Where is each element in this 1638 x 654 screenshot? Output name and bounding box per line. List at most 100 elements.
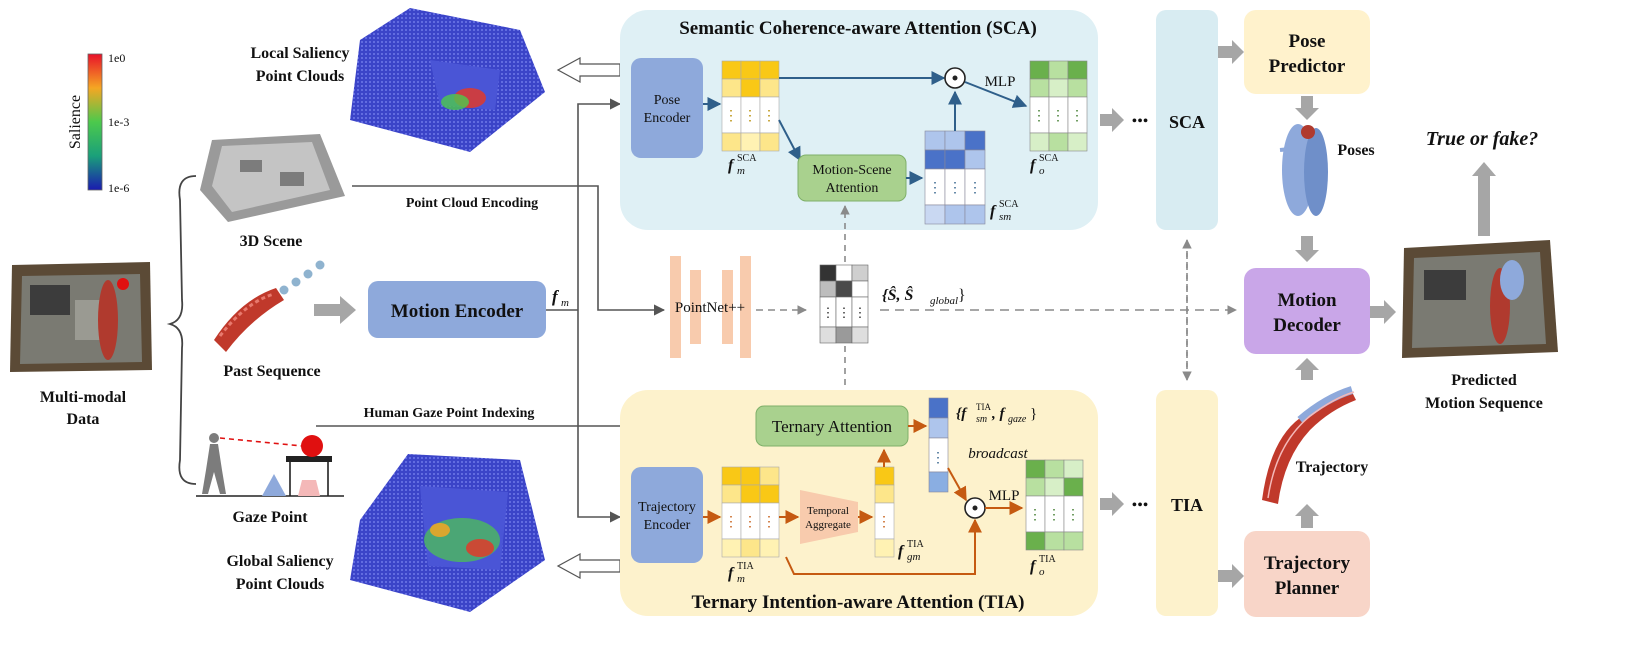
sca-fo-matrix: ⋮ ⋮ ⋮ bbox=[1029, 60, 1088, 152]
scene-label: 3D Scene bbox=[240, 233, 303, 250]
global-saliency-label-1: Global Saliency bbox=[226, 553, 333, 570]
sca-fo-sub: o bbox=[1039, 165, 1045, 177]
colorbar-mid-label: 1e-3 bbox=[108, 115, 129, 129]
trajectory-encoder-label-2: Encoder bbox=[644, 518, 691, 533]
pose-predictor-label-2: Predictor bbox=[1269, 56, 1346, 77]
tia-set-close: } bbox=[1030, 406, 1037, 422]
tia-stack-label: TIA bbox=[1171, 495, 1203, 515]
motion-scene-label-1: Motion-Scene bbox=[812, 163, 891, 178]
gaze-point-figure bbox=[196, 433, 344, 497]
tia-set-sub2: gaze bbox=[1008, 414, 1027, 425]
poses-figure bbox=[1279, 124, 1328, 216]
trajectory-encoder-label-1: Trajectory bbox=[638, 500, 696, 515]
trajectory-label: Trajectory bbox=[1296, 459, 1369, 476]
colorbar-top-label: 1e0 bbox=[108, 51, 125, 65]
point-cloud-encoding-arrow bbox=[352, 185, 666, 316]
sca-hadamard-dot bbox=[952, 75, 958, 81]
svg-text:⋮: ⋮ bbox=[724, 515, 738, 530]
trajectory-figure bbox=[1262, 386, 1356, 504]
broadcast-label: broadcast bbox=[968, 446, 1028, 462]
poses-label: Poses bbox=[1337, 142, 1374, 159]
tia-fm-matrix: ⋮ ⋮ ⋮ bbox=[721, 466, 780, 558]
tia-stack-block bbox=[1156, 390, 1218, 616]
svg-text:⋮: ⋮ bbox=[854, 305, 867, 320]
motion-decoder-block bbox=[1244, 268, 1370, 354]
multimodal-label-1: Multi-modal bbox=[40, 389, 127, 406]
svg-text:⋮: ⋮ bbox=[743, 109, 757, 124]
tia-block bbox=[620, 390, 1098, 616]
sca-title: Semantic Coherence-aware Attention (SCA) bbox=[679, 18, 1037, 39]
local-saliency-hollow-arrow bbox=[556, 56, 621, 84]
local-saliency-label-1: Local Saliency bbox=[250, 45, 349, 62]
svg-text:⋮: ⋮ bbox=[838, 305, 851, 320]
s-global-sub: global bbox=[930, 295, 958, 307]
tia-dots: ••• bbox=[1132, 497, 1149, 514]
pose-encoder-label-1: Pose bbox=[654, 93, 680, 108]
s-global-close: } bbox=[958, 287, 966, 304]
pose-encoder-label-2: Encoder bbox=[644, 111, 691, 126]
poses-to-decoder-arrow bbox=[1295, 236, 1319, 262]
tia-fgm-sub: gm bbox=[907, 551, 921, 563]
gaze-indexing-label: Human Gaze Point Indexing bbox=[364, 406, 535, 421]
svg-text:⋮: ⋮ bbox=[743, 515, 757, 530]
tia-fo-matrix: ⋮ ⋮ ⋮ bbox=[1025, 459, 1084, 551]
ternary-attention-label: Ternary Attention bbox=[772, 417, 893, 436]
svg-text:⋮: ⋮ bbox=[762, 515, 776, 530]
colorbar-title: Salience bbox=[67, 95, 84, 149]
gaze-point-label: Gaze Point bbox=[232, 509, 308, 526]
trajectory-planner-label-1: Trajectory bbox=[1264, 553, 1351, 574]
fm-to-pose-encoder-arrow bbox=[577, 98, 622, 310]
tia-gaze-vector: ⋮ bbox=[928, 397, 949, 493]
trajectory-planner-block bbox=[1244, 531, 1370, 617]
multimodal-scene-image bbox=[10, 262, 152, 372]
sca-stack-label: SCA bbox=[1169, 112, 1205, 132]
local-saliency-point-cloud bbox=[350, 8, 545, 152]
predictor-to-poses-arrow bbox=[1295, 96, 1319, 120]
tia-output-arrow bbox=[1100, 492, 1124, 516]
motion-scene-label-2: Attention bbox=[826, 181, 879, 196]
pointnet-label: PointNet++ bbox=[675, 300, 745, 316]
sca-mlp-label: MLP bbox=[985, 74, 1016, 90]
sca-fo-label: f bbox=[1030, 157, 1037, 174]
colorbar-bottom-label: 1e-6 bbox=[108, 181, 129, 195]
global-saliency-label-2: Point Clouds bbox=[236, 576, 324, 593]
svg-text:⋮: ⋮ bbox=[1032, 109, 1046, 124]
sca-fsm-sub: sm bbox=[999, 211, 1011, 223]
tia-fgm-sup: TIA bbox=[907, 539, 924, 550]
tia-fo-sub: o bbox=[1039, 566, 1045, 578]
svg-text:⋮: ⋮ bbox=[968, 181, 982, 196]
trajectory-planner-label-2: Planner bbox=[1275, 578, 1340, 599]
tia-mlp-label: MLP bbox=[989, 488, 1020, 504]
sca-fsm-label: f bbox=[990, 203, 997, 220]
svg-text:⋮: ⋮ bbox=[1051, 109, 1065, 124]
tia-set-mid: , f bbox=[991, 406, 1007, 422]
predicted-motion-image bbox=[1402, 240, 1558, 358]
svg-text:⋮: ⋮ bbox=[822, 305, 835, 320]
svg-text:⋮: ⋮ bbox=[1047, 508, 1061, 523]
sca-fm-matrix: ⋮ ⋮ ⋮ bbox=[721, 60, 780, 152]
multimodal-label-2: Data bbox=[67, 411, 100, 428]
tia-fm-sup: TIA bbox=[737, 561, 754, 572]
output-to-discriminator-arrow bbox=[1472, 162, 1496, 236]
past-sequence-figure bbox=[214, 260, 325, 352]
fm-to-trajectory-encoder-arrow bbox=[577, 310, 622, 523]
salience-colorbar: Salience 1e0 1e-3 1e-6 bbox=[67, 51, 129, 195]
pose-predictor-label-1: Pose bbox=[1289, 31, 1326, 52]
sca-fsm-matrix: ⋮ ⋮ ⋮ bbox=[924, 130, 986, 225]
fm-subscript: m bbox=[561, 297, 569, 309]
motion-encoder-block bbox=[368, 281, 546, 338]
planner-to-trajectory-arrow bbox=[1295, 504, 1319, 528]
sca-stack-block bbox=[1156, 10, 1218, 230]
global-saliency-hollow-arrow bbox=[556, 552, 621, 580]
temporal-aggregate-block bbox=[800, 490, 858, 544]
tia-fo-sup: TIA bbox=[1039, 554, 1056, 565]
gaze-vector-to-product-arrow bbox=[947, 467, 967, 502]
predicted-label-1: Predicted bbox=[1451, 372, 1517, 389]
scene-3d-model bbox=[200, 134, 345, 222]
trajectory-encoder-block bbox=[631, 467, 703, 563]
pointnet-block bbox=[670, 256, 751, 358]
temporal-aggregate-label-2: Aggregate bbox=[805, 519, 851, 531]
tia-fgm-label: f bbox=[898, 543, 905, 560]
point-cloud-encoding-label: Point Cloud Encoding bbox=[406, 196, 538, 211]
svg-text:⋮: ⋮ bbox=[724, 109, 738, 124]
